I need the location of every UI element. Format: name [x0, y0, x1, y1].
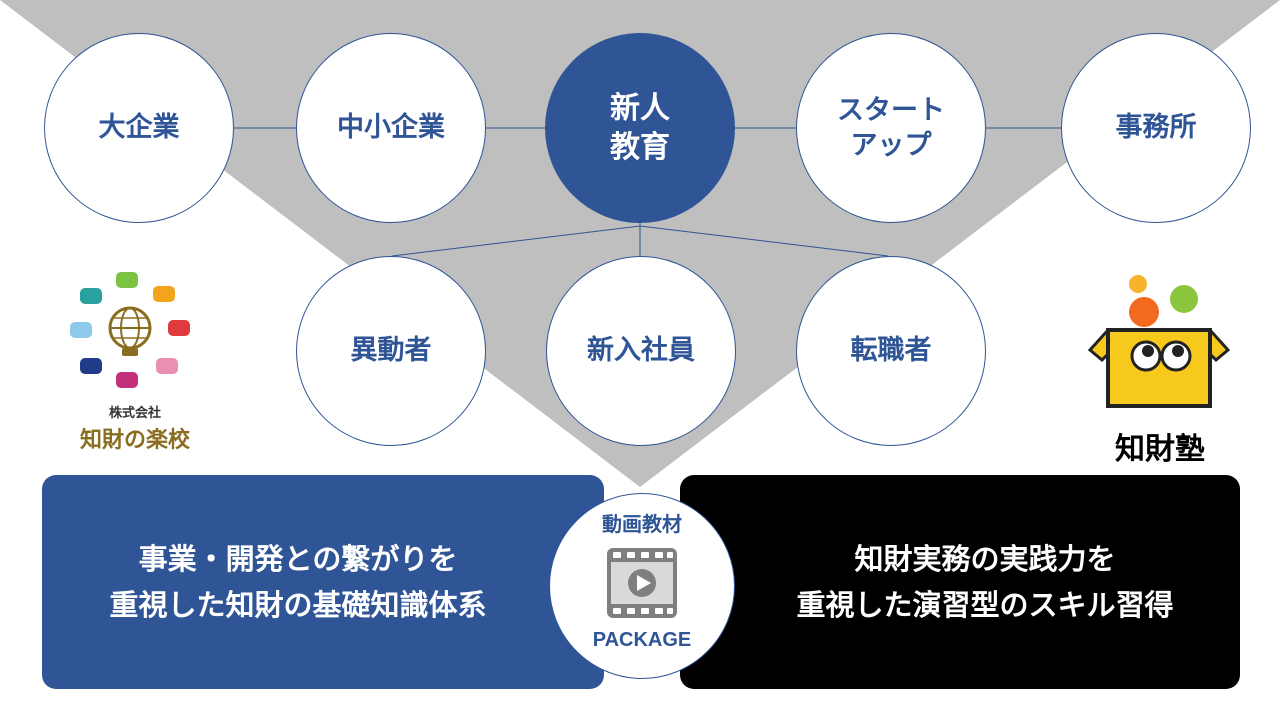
panel-right-text: 知財実務の実践力を 重視した演習型のスキル習得 [796, 536, 1173, 629]
label-transferee: 異動者 [351, 333, 432, 368]
circle-career-changer: 転職者 [796, 256, 986, 446]
logo-chizai-school: 株式会社 知財の楽校 [60, 268, 210, 458]
label-sme: 中小企業 [337, 110, 445, 145]
logo-juku-name: 知財塾 [1080, 424, 1240, 468]
video-material-label: 動画教材 [550, 508, 734, 537]
circle-startup: スタート アップ [796, 33, 986, 223]
logo-school-name: 知財の楽校 [60, 422, 210, 454]
panel-left-text: 事業・開発との繋がりを 重視した知財の基礎知識体系 [109, 536, 486, 629]
panel-foundational-knowledge: 事業・開発との繋がりを 重視した知財の基礎知識体系 [42, 475, 604, 689]
package-label: PACKAGE [550, 629, 734, 652]
box-character-icon [1080, 272, 1240, 412]
circle-transferee: 異動者 [296, 256, 486, 446]
video-play-icon [605, 546, 679, 620]
logo-chizai-juku: 知財塾 [1080, 272, 1240, 462]
panel-practical-skills: 知財実務の実践力を 重視した演習型のスキル習得 [680, 475, 1240, 689]
circle-new-hire-education: 新人 教育 [545, 33, 735, 223]
logo-company-type: 株式会社 [60, 402, 210, 421]
circle-new-employee: 新入社員 [546, 256, 736, 446]
label-startup: スタート アップ [837, 93, 945, 163]
video-package-circle: 動画教材 PACKAGE [549, 493, 735, 679]
label-office: 事務所 [1116, 110, 1197, 145]
label-new-hire-education: 新人 教育 [610, 89, 670, 167]
label-new-employee: 新入社員 [587, 333, 695, 368]
label-career-changer: 転職者 [851, 333, 932, 368]
circle-office: 事務所 [1061, 33, 1251, 223]
circle-large-company: 大企業 [44, 33, 234, 223]
globe-lightbulb-icon [60, 268, 210, 398]
circle-sme: 中小企業 [296, 33, 486, 223]
label-large-company: 大企業 [99, 110, 180, 145]
